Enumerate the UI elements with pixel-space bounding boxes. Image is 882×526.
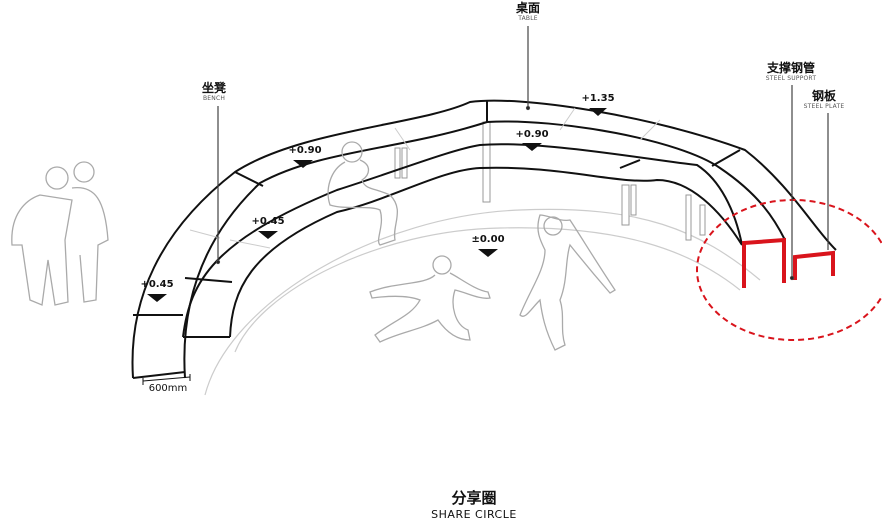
table-legs <box>394 121 706 241</box>
steel-frames <box>742 237 835 288</box>
table-label-cn: 桌面 <box>515 1 541 15</box>
steel-plate-label-en: STEEL PLATE <box>803 103 845 110</box>
dimension-label: 600mm <box>148 383 188 394</box>
level-label: +0.45 <box>140 279 174 290</box>
bench-label-cn: 坐凳 <box>201 81 227 95</box>
ground-arcs <box>204 208 761 396</box>
steel-plate-label: 钢板 STEEL PLATE <box>803 89 845 111</box>
steel-support-label: 支撑钢管 STEEL SUPPORT <box>765 61 817 83</box>
level-label: +1.35 <box>581 93 615 104</box>
jumping-man-silhouette <box>369 255 491 343</box>
bench-label-en: BENCH <box>202 95 226 102</box>
steel-plate-label-cn: 钢板 <box>811 89 837 103</box>
bench-inner-top <box>182 143 743 338</box>
diagram-title: 分享圈 SHARE CIRCLE <box>431 487 517 521</box>
sitting-woman-silhouette <box>327 141 399 246</box>
leader-lines <box>215 26 829 281</box>
level-label: +0.90 <box>515 129 549 140</box>
title-cn: 分享圈 <box>451 489 497 507</box>
steel-support-label-en: STEEL SUPPORT <box>765 75 817 82</box>
dancing-woman-silhouette <box>519 214 616 351</box>
level-label: +0.90 <box>288 145 322 156</box>
people-silhouettes <box>11 141 616 351</box>
bench-outer-edge <box>131 99 837 379</box>
table-inner-edge <box>183 120 786 379</box>
table-label: 桌面 TABLE <box>515 1 541 23</box>
table-label-en: TABLE <box>518 15 538 22</box>
dimension-line <box>142 374 191 385</box>
couple-silhouette <box>11 161 109 306</box>
bench-inner-edge <box>229 166 743 338</box>
level-label: +0.45 <box>251 216 285 227</box>
level-label: ±0.00 <box>471 234 505 245</box>
segment-lines <box>189 107 661 249</box>
bench-label: 坐凳 BENCH <box>201 81 227 103</box>
title-en: SHARE CIRCLE <box>431 508 517 521</box>
steel-support-label-cn: 支撑钢管 <box>766 61 815 75</box>
detail-highlight-circle <box>696 199 882 341</box>
circle-furniture <box>131 99 837 379</box>
level-markers <box>147 108 607 302</box>
